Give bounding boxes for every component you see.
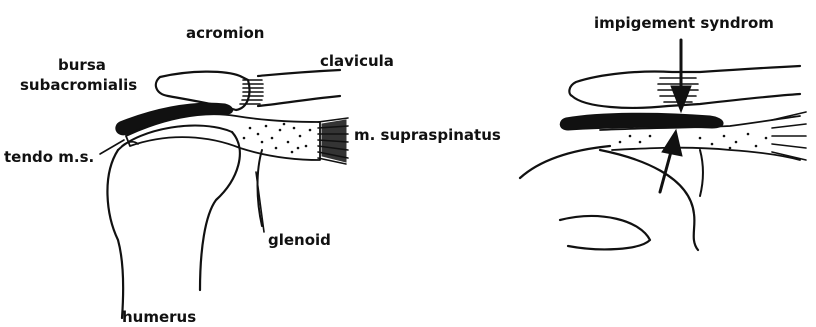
label-glenoid: glenoid bbox=[268, 231, 331, 249]
label-bursa-line1: bursa bbox=[58, 56, 106, 74]
label-tendo: tendo m.s. bbox=[4, 148, 94, 166]
supraspinatus-muscle-fill bbox=[322, 120, 346, 162]
label-bursa-line2: subacromialis bbox=[20, 76, 137, 94]
ac-joint-hatching bbox=[240, 80, 263, 104]
leader-glenoid bbox=[256, 172, 264, 232]
label-humerus: humerus bbox=[122, 308, 196, 326]
humeral-head-impinged bbox=[520, 146, 698, 250]
humeral-head bbox=[107, 132, 239, 318]
label-impingement: impigement syndrom bbox=[594, 14, 774, 32]
clavicula-shape bbox=[258, 70, 340, 106]
label-supraspinatus: m. supraspinatus bbox=[354, 126, 501, 144]
label-clavicula: clavicula bbox=[320, 52, 394, 70]
impingement-panel: impigement syndrom bbox=[520, 14, 806, 250]
glenoid-impinged bbox=[700, 150, 703, 196]
tendon-stippling bbox=[243, 123, 312, 154]
label-acromion: acromion bbox=[186, 24, 264, 42]
supraspinatus-fibers-impinged bbox=[772, 112, 806, 160]
normal-shoulder-panel: acromion clavicula bursa subacromialis m… bbox=[4, 24, 501, 326]
tendon-stippling-impinged bbox=[619, 133, 768, 150]
